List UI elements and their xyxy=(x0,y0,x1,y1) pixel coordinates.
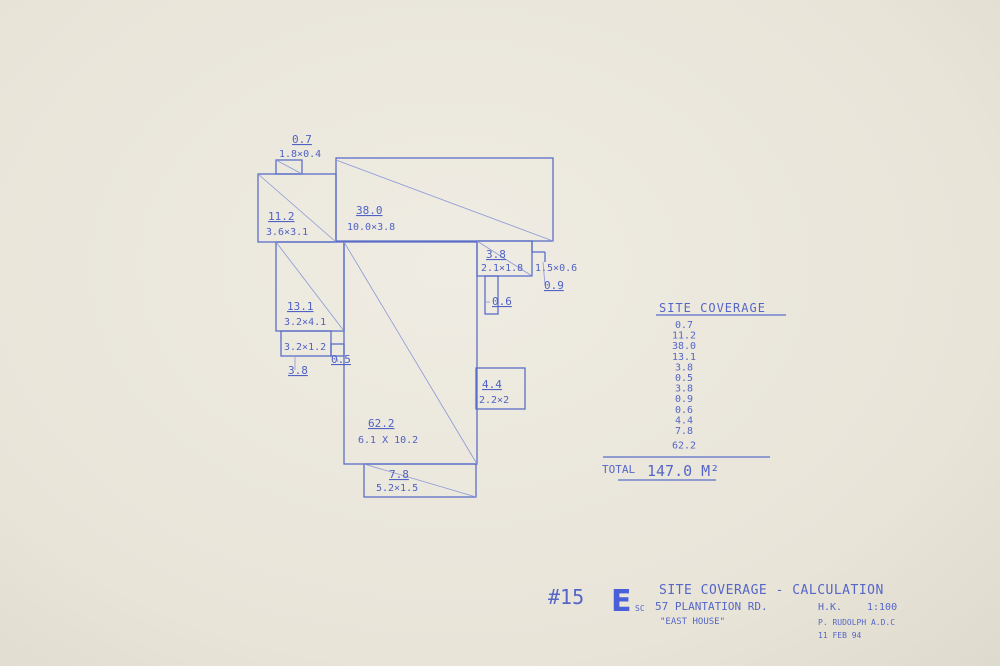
coverage-item: 38.0 xyxy=(672,341,696,352)
room-dims-label: 3.2×4.1 xyxy=(284,317,326,328)
room-outline-0-6 xyxy=(484,275,499,315)
drawing-scale: 1:100 xyxy=(867,602,897,613)
drawing-title: SITE COVERAGE - CALCULATION xyxy=(659,583,884,598)
location: H.K. xyxy=(818,602,842,613)
room-dims-label: 1.8×0.4 xyxy=(279,149,321,160)
coverage-title: SITE COVERAGE xyxy=(659,301,766,315)
coverage-item: 13.1 xyxy=(672,352,696,363)
room-dims-label: 3.2×1.2 xyxy=(284,342,326,353)
room-area-label: 13.1 xyxy=(287,300,314,313)
room-dims-label: 5.2×1.5 xyxy=(376,483,418,494)
room-labels: 0.7 1.8×0.4 11.2 3.6×3.1 38.0 10.0×3.8 3… xyxy=(266,133,577,494)
room-area-label: 3.8 xyxy=(288,364,308,377)
coverage-item: 0.7 xyxy=(675,320,693,331)
room-dims-label: 3.6×3.1 xyxy=(266,227,308,238)
coverage-item: 3.8 xyxy=(675,362,693,373)
room-dims-label: 10.0×3.8 xyxy=(347,222,395,233)
floor-plan xyxy=(257,157,554,498)
room-outline-7-8 xyxy=(363,463,477,498)
room-outline-38-0 xyxy=(335,157,554,242)
coverage-total-value: 147.0 M² xyxy=(647,462,719,480)
room-dims-label: 2.1×1.8 xyxy=(481,263,523,274)
house-name: "EAST HOUSE" xyxy=(660,617,725,627)
room-area-label: 0.9 xyxy=(544,279,564,292)
room-outline-4-4 xyxy=(475,367,526,410)
room-area-label: 3.8 xyxy=(486,248,506,261)
room-area-label: 0.7 xyxy=(292,133,312,146)
site-address: 57 PLANTATION RD. xyxy=(655,600,768,613)
coverage-item: 7.8 xyxy=(675,426,693,437)
drawing-date: 11 FEB 94 xyxy=(818,631,862,640)
coverage-item: 0.9 xyxy=(675,394,693,405)
coverage-item: 62.2 xyxy=(672,441,696,452)
room-dims-label: 1.5×0.6 xyxy=(535,263,577,274)
coverage-item: 0.6 xyxy=(675,405,693,416)
coverage-item: 11.2 xyxy=(672,331,696,342)
section-letter-sub: SC xyxy=(635,604,645,613)
room-area-label: 38.0 xyxy=(356,204,383,217)
coverage-items: 0.711.238.013.13.80.53.80.90.64.47.862.2 xyxy=(672,320,696,452)
room-dims-label: 6.1 X 10.2 xyxy=(358,435,418,446)
room-area-label: 0.5 xyxy=(331,353,351,366)
leader-lines xyxy=(294,261,546,370)
author: P. RUDOLPH A.D.C xyxy=(818,618,895,627)
coverage-item: 4.4 xyxy=(675,415,693,426)
room-area-label: 4.4 xyxy=(482,378,502,391)
section-letter-stamp: E xyxy=(611,584,632,619)
coverage-item: 0.5 xyxy=(675,373,693,384)
site-coverage-table: SITE COVERAGE 0.711.238.013.13.80.53.80.… xyxy=(602,301,786,481)
room-area-label: 0.6 xyxy=(492,295,512,308)
coverage-item: 3.8 xyxy=(675,384,693,395)
construction-lines xyxy=(257,159,554,498)
title-block: #15 E SC SITE COVERAGE - CALCULATION 57 … xyxy=(548,583,897,640)
coverage-total-label: TOTAL xyxy=(602,463,635,476)
room-dims-label: 2.2×2 xyxy=(479,395,509,406)
sheet-number: #15 xyxy=(548,585,584,609)
room-area-label: 62.2 xyxy=(368,417,395,430)
room-area-label: 7.8 xyxy=(389,468,409,481)
room-area-label: 11.2 xyxy=(268,210,295,223)
